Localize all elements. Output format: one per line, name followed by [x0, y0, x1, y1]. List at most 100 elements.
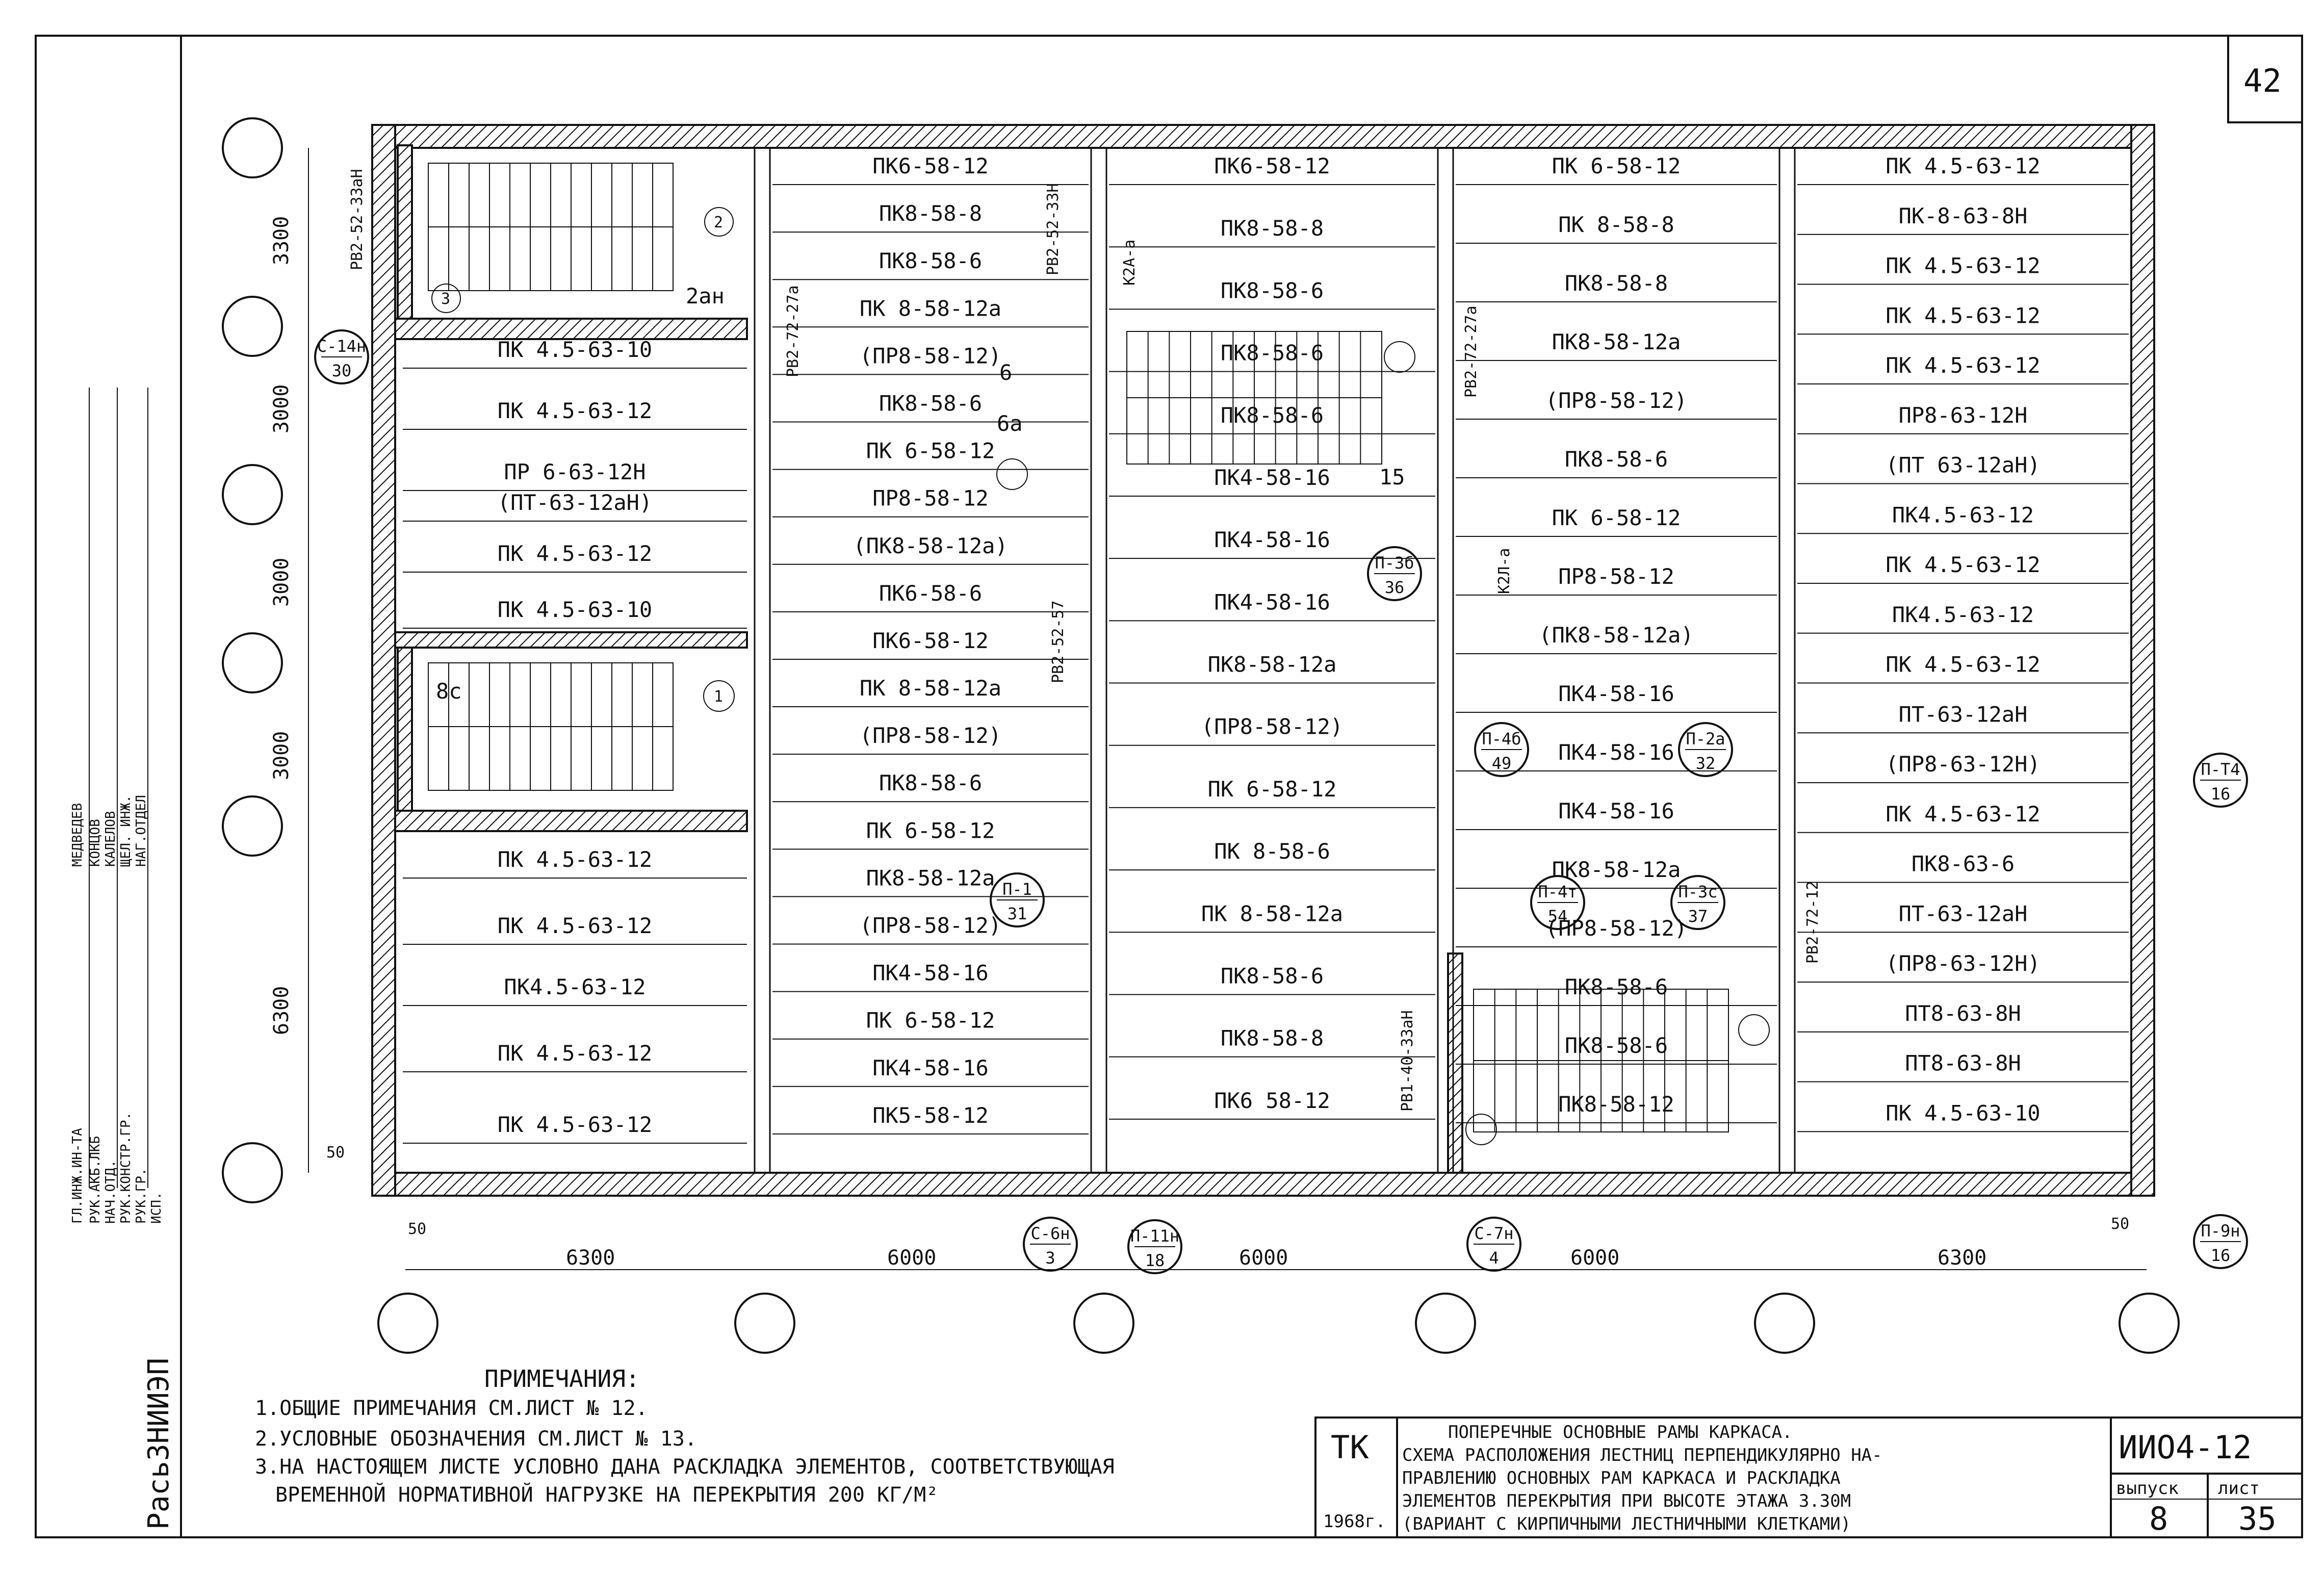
axis-marker-bottom-1 [377, 1293, 438, 1354]
side-name-2: КАЛЕЛОВ [103, 811, 118, 867]
beam-marks: РВ2-52-33аНРВ2-72-27аРВ2-52-57РВ2-72-27а… [348, 169, 1822, 1112]
bay2-slab-label-18: ПК 6-58-12 [866, 1008, 995, 1033]
bay2-slab-label-5: ПК8-58-6 [879, 391, 982, 416]
bay1-slab-label-0: ПК 4.5-63-10 [498, 337, 652, 362]
callout-top-4: П-Т4 [2201, 760, 2240, 779]
axis-marker-bottom-2 [734, 1293, 795, 1354]
bay5-slab-label-0: ПК 4.5-63-12 [1886, 153, 2040, 178]
callout-top-3: П-2а [1686, 729, 1725, 749]
building-walls [371, 124, 2155, 1197]
bay2-slab-label-13: ПК8-58-6 [879, 770, 982, 795]
axis-marker-bottom-3 [1073, 1293, 1134, 1354]
note-2: 3.НА НАСТОЯЩЕМ ЛИСТЕ УСЛОВНО ДАНА РАСКЛА… [255, 1455, 1115, 1479]
callout-bottom-0: 30 [332, 361, 352, 380]
bay3-slab-label-9: (ПР8-58-12) [1201, 714, 1343, 739]
bay2-slab-label-3: ПК 8-58-12а [860, 296, 1001, 321]
bay2-slab-label-16: (ПР8-58-12) [860, 913, 1001, 938]
side-row-5: ИСП. [149, 1192, 164, 1224]
bay3-slab-label-2: ПК8-58-6 [1221, 278, 1324, 303]
axis-marker-left-5 [222, 795, 283, 857]
bay5-slab-label-14: ПК8-63-6 [1912, 852, 2015, 877]
bay3-slab-label-6: ПК4-58-16 [1214, 527, 1330, 552]
bay5-slab-label-6: (ПТ 63-12аН) [1886, 453, 2040, 478]
callout-top-2: П-4б [1482, 729, 1521, 749]
axis-marker-bottom-6 [2119, 1293, 2180, 1354]
drawing-code: ИИО4-12 [2119, 1429, 2252, 1466]
bay5-slab-label-1: ПК-8-63-8Н [1899, 203, 2028, 228]
bay4-slab-label-12: ПК8-58-12а [1552, 857, 1681, 882]
title-line-0: ПОПЕРЕЧНЫЕ ОСНОВНЫЕ РАМЫ КАРКАСА. [1448, 1422, 1793, 1442]
axis-marker-left-6 [222, 1142, 283, 1203]
beam-mark-1: РВ2-72-27а [784, 285, 802, 377]
bay3-slab-label-12: ПК 8-58-12а [1201, 901, 1343, 926]
callout-bottom-4: 16 [2211, 784, 2231, 804]
slab-strips [403, 184, 2129, 1144]
bay2-slab-label-20: ПК5-58-12 [872, 1103, 989, 1128]
side-name-4: НАГ.ОТДЕЛ [134, 795, 149, 867]
stair-mark-15: 15 [1379, 465, 1405, 489]
bay1-slab-label-7: ПК 4.5-63-12 [498, 913, 652, 938]
bay3-slab-label-11: ПК 8-58-6 [1214, 839, 1330, 864]
bay3-slab-label-14: ПК8-58-8 [1221, 1026, 1324, 1051]
bay4-slab-label-15: ПК8-58-6 [1565, 1033, 1668, 1058]
beam-mark-6: К2Л-а [1495, 548, 1513, 594]
bay5-slab-label-8: ПК 4.5-63-12 [1886, 552, 2040, 577]
title-line-1: СХЕМА РАСПОЛОЖЕНИЯ ЛЕСТНИЦ ПЕРПЕНДИКУЛЯР… [1402, 1445, 1882, 1465]
side-stamp: РасьЗНИИЭП ГЛ.ИНЖ.ИН-ТА РУК.АКБ.ЛКБ НАЧ.… [70, 388, 175, 1530]
bay2-slab-label-17: ПК4-58-16 [872, 961, 989, 986]
side-title: РасьЗНИИЭП [142, 1358, 175, 1530]
stair-mark-8c: 8с [436, 679, 462, 704]
grid-axes [222, 117, 2180, 1354]
stair-mark-2an: 2ан [686, 284, 725, 308]
side-row-2: НАЧ.ОТД. [103, 1160, 118, 1224]
callout-bottom-8: 3 [1045, 1248, 1055, 1268]
sheet-number-box [2227, 35, 2303, 123]
bay4-slab-label-10: ПК4-58-16 [1558, 740, 1674, 765]
bay4-slab-label-16: ПК8-58-12 [1558, 1092, 1674, 1117]
beam-mark-0: РВ2-52-33аН [348, 169, 366, 270]
dim-bottom-3: 6000 [1570, 1246, 1619, 1270]
dim-edge-0: 50 [408, 1220, 426, 1238]
callout-top-7: П-3с [1678, 882, 1717, 901]
bay2-slab-label-6: ПК 6-58-12 [866, 439, 995, 463]
bay4-slab-label-2: ПК8-58-8 [1565, 271, 1668, 296]
title-block: ТК 1968г. ПОПЕРЕЧНЫЕ ОСНОВНЫЕ РАМЫ КАРКА… [1314, 1416, 2303, 1538]
dim-left-1: 3000 [270, 384, 293, 433]
beam-mark-3: РВ2-72-27а [1462, 305, 1480, 398]
bay2-slab-label-2: ПК8-58-6 [879, 248, 982, 273]
callout-top-0: С-14н [317, 337, 366, 356]
stair-mark-3: 3 [441, 290, 450, 308]
bay2-slab-label-19: ПК4-58-16 [872, 1055, 989, 1080]
bay5-slab-label-15: ПТ-63-12аН [1899, 901, 2028, 926]
callout-bottom-6: 54 [1548, 907, 1568, 926]
callout-bottom-10: 4 [1489, 1248, 1499, 1268]
bay1-slab-label-4: ПК 4.5-63-12 [498, 541, 652, 566]
bay2-slab-label-15: ПК8-58-12а [866, 865, 995, 890]
bay1-slab-label-6: ПК 4.5-63-12 [498, 847, 652, 872]
callout-bottom-2: 49 [1492, 754, 1512, 773]
bay5-slab-label-18: ПТ8-63-8Н [1905, 1051, 2021, 1076]
bay4-slab-label-3: ПК8-58-12а [1552, 329, 1681, 354]
note-0: 1.ОБЩИЕ ПРИМЕЧАНИЯ СМ.ЛИСТ № 12. [255, 1397, 648, 1420]
bay2-slab-label-1: ПК8-58-8 [879, 201, 982, 226]
callout-bottom-5: 31 [1008, 904, 1027, 923]
dim-edge-2: 50 [2111, 1215, 2129, 1233]
bay4-slab-label-14: ПК8-58-6 [1565, 974, 1668, 999]
callout-bottom-11: 16 [2211, 1246, 2231, 1265]
dim-bottom-1: 6000 [887, 1246, 936, 1270]
stair-mark-6: 6 [999, 360, 1012, 385]
page-label: лист [2218, 1478, 2260, 1499]
bay2-slab-label-14: ПК 6-58-12 [866, 818, 995, 843]
beam-mark-4: РВ1-40-33аН [1399, 1010, 1416, 1112]
side-name-1: КОНЦОВ [88, 819, 103, 867]
bay1-slab-label-10: ПК 4.5-63-12 [498, 1112, 652, 1137]
bay5-slab-label-2: ПК 4.5-63-12 [1886, 253, 2040, 278]
note-3: ВРЕМЕННОЙ НОРМАТИВНОЙ НАГРУЗКЕ НА ПЕРЕКР… [275, 1482, 938, 1507]
note-1: 2.УСЛОВНЫЕ ОБОЗНАЧЕНИЯ СМ.ЛИСТ № 13. [255, 1427, 697, 1451]
bay5-slab-label-13: ПК 4.5-63-12 [1886, 802, 2040, 827]
bay2-slab-label-10: ПК6-58-12 [872, 628, 989, 653]
bay3-slab-label-4: ПК8-58-6 [1221, 403, 1324, 428]
sheet-number: 42 [2243, 62, 2282, 99]
callout-top-1: П-3б [1375, 553, 1414, 573]
bay3-slab-label-0: ПК6-58-12 [1214, 153, 1330, 178]
